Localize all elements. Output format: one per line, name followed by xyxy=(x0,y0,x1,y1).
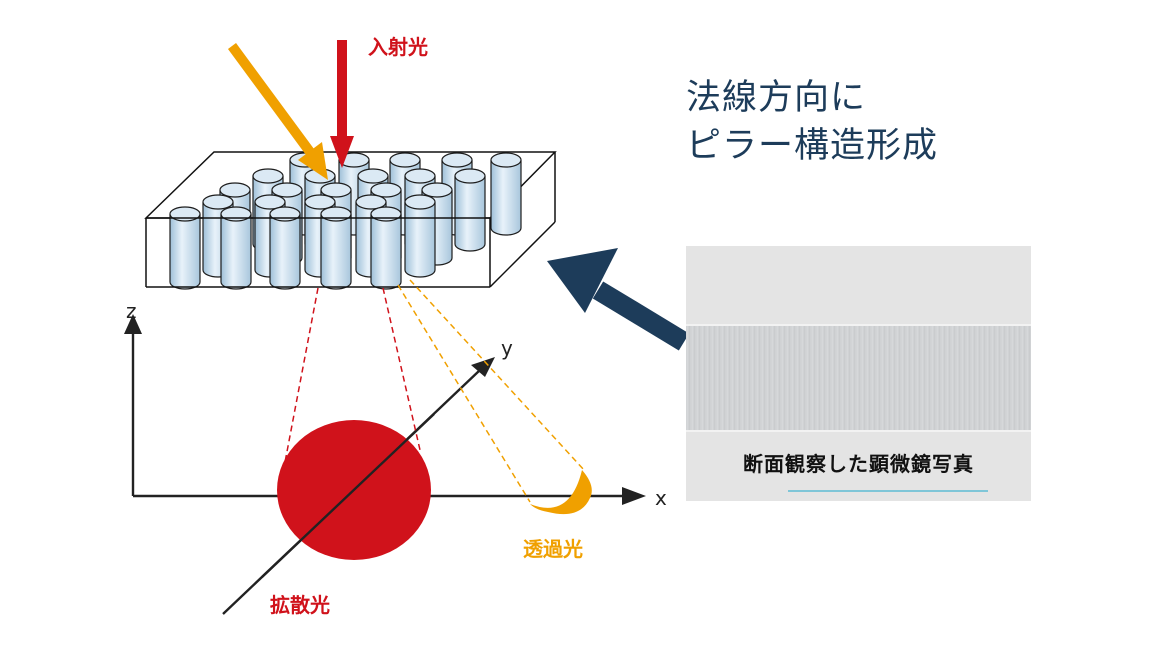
diffused-light-label: 拡散光 xyxy=(270,593,330,617)
microscope-photo: 断面観察した顕微鏡写真 xyxy=(686,246,1031,501)
transmission-projection-lines xyxy=(397,279,585,503)
photo-caption: 断面観察した顕微鏡写真 xyxy=(743,452,974,476)
scale-bar xyxy=(788,490,988,492)
axis-y-label: y xyxy=(501,336,513,360)
incident-arrow-red xyxy=(330,40,354,168)
transmitted-light-spot xyxy=(530,470,592,515)
heading: 法線方向に ピラー構造形成 xyxy=(686,74,938,170)
pillar xyxy=(490,152,522,236)
axis-z-label: z xyxy=(126,299,137,323)
axis-x-label: x xyxy=(655,486,667,510)
pillar xyxy=(269,206,301,290)
transmitted-light-label: 透過光 xyxy=(523,537,583,561)
heading-line-2: ピラー構造形成 xyxy=(686,126,939,166)
heading-line-1: 法線方向に xyxy=(686,78,867,118)
incident-arrow-orange xyxy=(227,43,328,180)
incident-light-label: 入射光 xyxy=(368,35,428,59)
diffusion-projection-lines xyxy=(281,287,421,479)
pillar xyxy=(404,194,436,278)
pillar-group xyxy=(169,152,522,290)
pillar xyxy=(320,206,352,290)
y-axis-overlay xyxy=(261,413,435,578)
pillar xyxy=(454,168,486,252)
box-front xyxy=(145,217,491,288)
pillar xyxy=(220,206,252,290)
cross-section-layer xyxy=(686,324,1031,432)
pillar xyxy=(370,206,402,290)
pointer-arrow-navy xyxy=(547,248,690,351)
pillar xyxy=(169,206,201,290)
